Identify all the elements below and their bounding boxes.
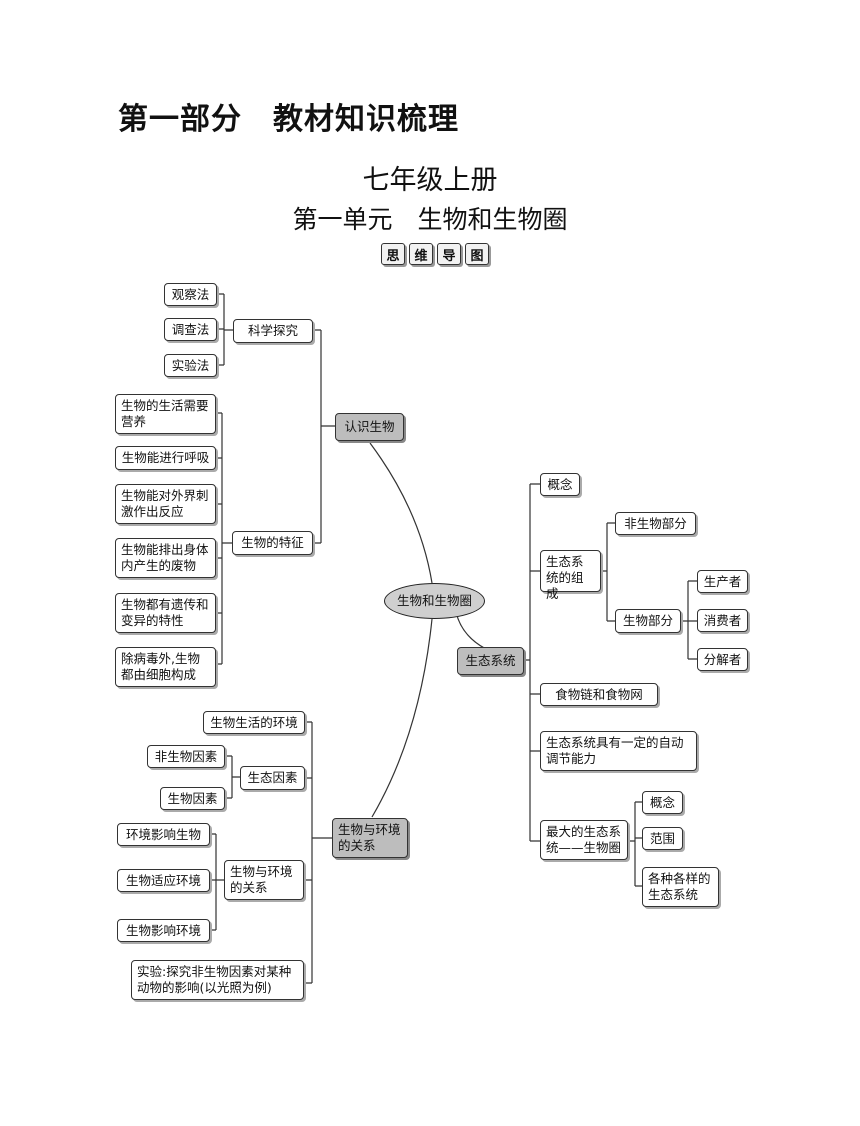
connector-ecosystem-bracket (524, 483, 540, 842)
connector-center-recognize (369, 442, 433, 584)
grade-title: 七年级上册 (362, 165, 498, 196)
node-food-chain: 食物链和食物网 (540, 683, 658, 706)
node-biotic-item: 消费者 (697, 609, 748, 632)
node-abiotic: 非生物部分 (615, 512, 696, 535)
node-relation: 生物与环境的关系 (332, 818, 408, 858)
node-biotic-item: 分解者 (697, 648, 748, 671)
connector-center-relation (371, 618, 433, 818)
node-biotic-item: 生产者 (697, 570, 748, 593)
connector-traits-bracket (216, 412, 232, 665)
connector-biotic-bracket (681, 580, 697, 660)
node-trait-item: 生物能对外界刺激作出反应 (115, 484, 216, 524)
connector-composition-bracket (601, 522, 615, 622)
node-trait-item: 生物都有遗传和变异的特性 (115, 593, 216, 633)
node-self-regulation: 生态系统具有一定的自动调节能力 (540, 731, 697, 771)
node-bio-env-item: 生物影响环境 (117, 919, 210, 942)
node-traits: 生物的特征 (232, 531, 313, 555)
node-trait-item: 生物能排出身体内产生的废物 (115, 538, 216, 578)
node-eco-factors: 生态因素 (240, 766, 305, 790)
connector-methods-bracket (217, 293, 233, 366)
node-recognize: 认识生物 (335, 413, 404, 441)
unit-title: 第一单元 生物和生物圈 (292, 205, 568, 234)
node-biosphere-item: 概念 (642, 791, 683, 814)
badge-char: 导 (437, 243, 461, 265)
node-trait-item: 生物的生活需要营养 (115, 394, 216, 434)
connector-relation-bracket (304, 721, 332, 984)
node-ecosystem: 生态系统 (457, 647, 524, 675)
badge-char: 维 (409, 243, 433, 265)
node-biosphere-item: 各种各样的生态系统 (642, 867, 719, 907)
node-bio-env-item: 生物适应环境 (117, 869, 210, 892)
node-bio-env-item: 环境影响生物 (117, 823, 210, 846)
part-title: 第一部分 教材知识梳理 (118, 102, 459, 137)
node-bio-env: 生物与环境的关系 (224, 860, 304, 900)
node-concept: 概念 (540, 473, 580, 496)
node-biosphere-item: 范围 (642, 827, 683, 850)
node-method: 调查法 (164, 318, 217, 341)
node-biotic: 生物部分 (615, 609, 681, 633)
node-trait-item: 生物能进行呼吸 (115, 446, 216, 470)
node-living-env: 生物生活的环境 (203, 711, 305, 734)
node-experiment: 实验:探究非生物因素对某种动物的影响(以光照为例) (131, 960, 304, 1000)
mindmap-badge-group: 思 维 导 图 (381, 243, 489, 265)
center-label: 生物和生物圈 (396, 593, 472, 608)
connector-bioenv-bracket (210, 833, 224, 931)
node-trait-item: 除病毒外,生物都由细胞构成 (115, 647, 216, 687)
node-method: 实验法 (164, 354, 217, 377)
node-composition: 生态系统的组成 (540, 550, 601, 601)
node-factor-item: 非生物因素 (147, 745, 225, 768)
node-inquiry: 科学探究 (233, 319, 313, 343)
node-method: 观察法 (164, 283, 217, 306)
connector-recognize-bracket (313, 329, 335, 544)
badge-char: 图 (465, 243, 489, 265)
center-node: 生物和生物圈 (384, 583, 485, 619)
badge-char: 思 (381, 243, 405, 265)
connector-biosphere-bracket (628, 801, 642, 887)
node-biosphere: 最大的生态系统——生物圈 (540, 820, 628, 860)
connector-factors-bracket (225, 755, 240, 799)
node-factor-item: 生物因素 (160, 787, 225, 810)
